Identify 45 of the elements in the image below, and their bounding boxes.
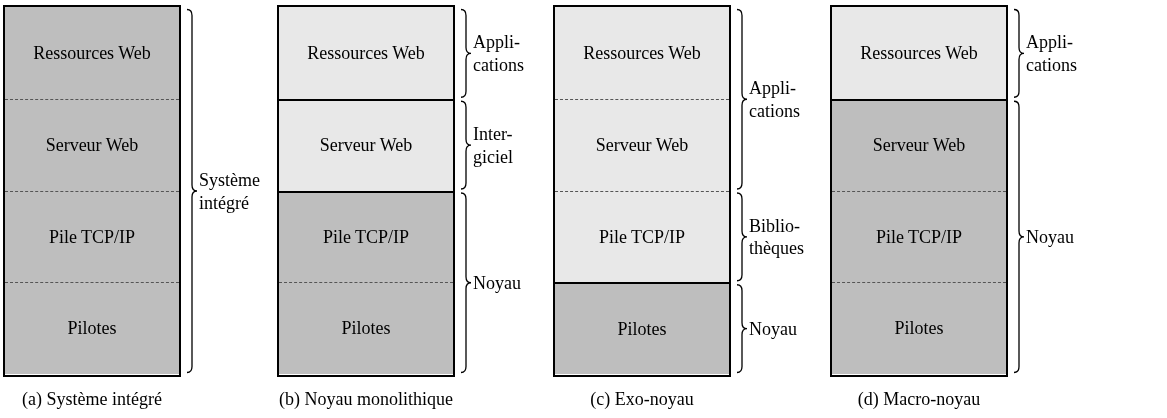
layer-label: Pile TCP/IP [598, 225, 686, 249]
stack-layer [5, 98, 179, 191]
layer-label: Pilotes [67, 317, 117, 340]
brace-label: Noyau [473, 271, 522, 294]
layer-label: Ressources Web [307, 41, 425, 65]
stack-layer [555, 282, 729, 374]
layer-label: Ressources Web [860, 41, 978, 65]
layer-label: Pilotes [341, 317, 391, 340]
brace-label: Inter- giciel [473, 122, 514, 168]
brace-label: Noyau [749, 317, 798, 340]
stack-layer [279, 282, 453, 374]
stack-layer [555, 98, 729, 191]
brace-label: Noyau [1026, 225, 1075, 249]
stack-layer [555, 7, 729, 99]
stack-layer [279, 7, 453, 99]
brace-label: Appli- cations [473, 30, 525, 76]
layer-label: Serveur Web [45, 133, 139, 157]
stack-layer [832, 98, 1006, 191]
layer-label: Ressources Web [583, 41, 701, 65]
caption: (d) Macro-noyau [857, 389, 981, 410]
layer-label: Ressources Web [33, 41, 151, 65]
stack-layer [5, 282, 179, 374]
caption: (c) Exo-noyau [590, 389, 694, 410]
stack-layer [832, 282, 1006, 374]
layer-label: Serveur Web [595, 133, 689, 157]
layer-label: Pilotes [617, 317, 667, 341]
layer-label: Pile TCP/IP [48, 225, 136, 249]
layer-label: Serveur Web [319, 134, 413, 157]
stack-layer [279, 190, 453, 283]
layer-label: Pilotes [894, 317, 944, 340]
stack-layer [832, 190, 1006, 283]
caption: (b) Noyau monolithique [279, 389, 453, 410]
stack-layer [5, 190, 179, 283]
stack-layer [5, 7, 179, 99]
brace-label: Appli- cations [749, 76, 801, 122]
layer-label: Serveur Web [872, 134, 966, 157]
stack-layer [832, 7, 1006, 99]
layer-label: Pile TCP/IP [322, 226, 410, 249]
layer-label: Pile TCP/IP [875, 225, 963, 249]
brace-label: Système intégré [199, 168, 261, 214]
stack-layer [555, 190, 729, 283]
caption: (a) Système intégré [22, 389, 162, 410]
brace-label: Biblio- thèques [749, 214, 805, 260]
brace-label: Appli- cations [1026, 30, 1078, 76]
stack-layer [279, 98, 453, 191]
